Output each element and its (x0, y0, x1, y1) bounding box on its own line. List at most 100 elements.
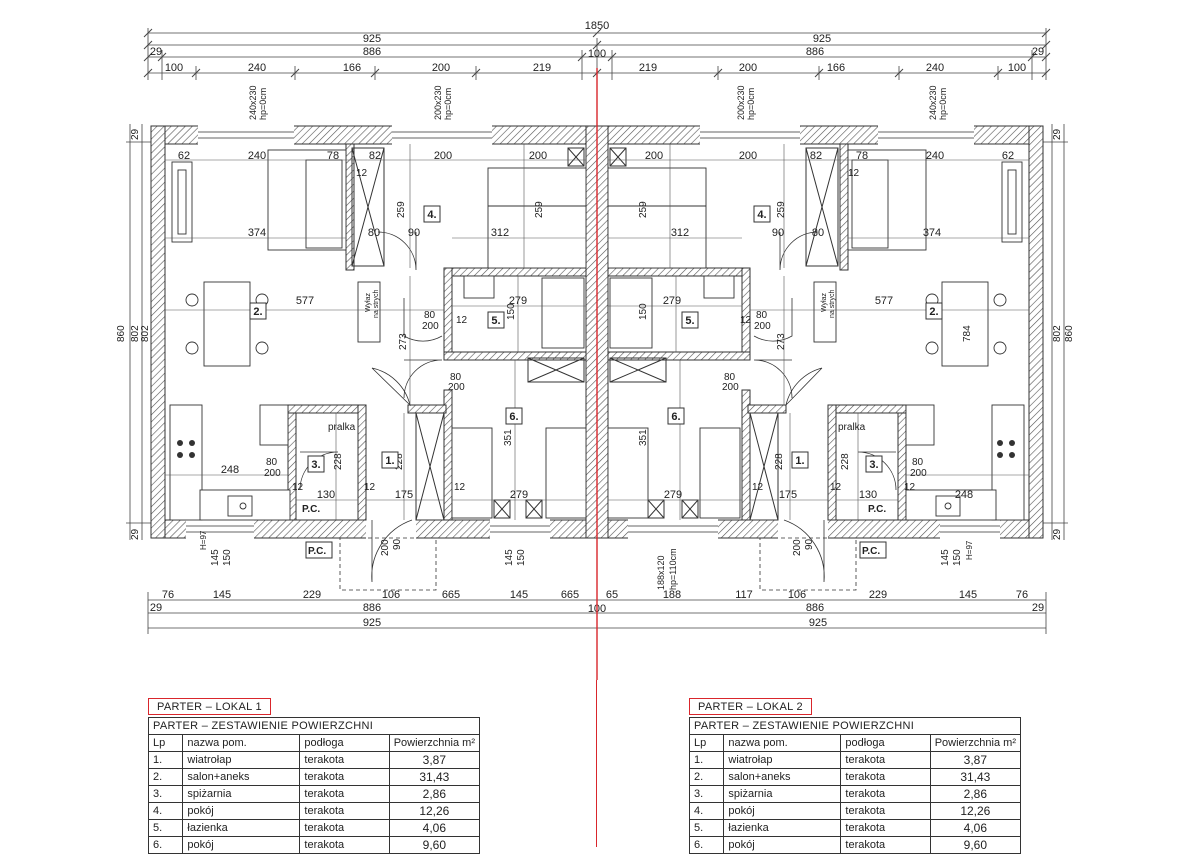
cell-name: salon+aneks (182, 768, 301, 786)
dim-right-outer: 860 (1064, 325, 1075, 342)
table-caption: PARTER – ZESTAWIENIE POWIERZCHNI (148, 717, 480, 735)
ldim-248: 248 (221, 464, 239, 476)
cell-lp: 1. (688, 751, 725, 769)
ldim-279b: 279 (510, 489, 528, 501)
rdim-200a: 200 (645, 150, 663, 162)
cell-name: salon+aneks (723, 768, 842, 786)
right-room-2: 2. (929, 306, 938, 318)
left-door-80a: 80 (424, 310, 436, 321)
dim-r3-2: 240 (248, 62, 266, 74)
window-tag-2b: hp=0cm (443, 88, 453, 120)
dim-left-outer: 860 (116, 325, 127, 342)
rdim-259a: 259 (638, 201, 649, 218)
right-pc-2: P.C. (862, 546, 880, 557)
inner-dimension-lines (165, 144, 1029, 520)
floor-plan: 1850 925 925 29 886 100 886 29 100 240 1… (116, 20, 1075, 680)
rdim-80: 80 (812, 227, 824, 239)
right-room-1: 1. (795, 455, 804, 467)
dim-r3-8: 166 (827, 62, 845, 74)
rdim-240: 240 (926, 150, 944, 162)
right-12a: 12 (848, 168, 860, 179)
window-tag-1: 240x230 (248, 85, 258, 120)
terraces (339, 537, 857, 591)
dim-total: 1850 (585, 20, 609, 32)
right-door-80c: 80 (912, 457, 924, 468)
ldim-78: 78 (327, 150, 339, 162)
cell-floor: terakota (840, 751, 931, 769)
ldim-228b: 228 (394, 453, 405, 470)
left-door-80c: 80 (266, 457, 278, 468)
bdim-r2-2: 886 (363, 602, 381, 614)
cell-name: spiżarnia (723, 785, 842, 803)
window-frames (186, 131, 1000, 533)
bdim-14: 76 (1016, 589, 1028, 601)
rdim-200b: 200 (739, 150, 757, 162)
window-tag-4: 240x230 (928, 85, 938, 120)
dim-wall-br: 29 (1052, 528, 1063, 540)
cell-area: 3,87 (388, 751, 481, 769)
ldim-200b: 200 (529, 150, 547, 162)
bdim-4: 106 (382, 589, 400, 601)
cell-name: pokój (723, 802, 842, 820)
rdim-62: 62 (1002, 150, 1014, 162)
bdim-3: 229 (303, 589, 321, 601)
ldim-80: 80 (368, 227, 380, 239)
dim-r2-4: 886 (806, 46, 824, 58)
right-room-3: 3. (869, 459, 878, 471)
ldim-279a: 279 (509, 295, 527, 307)
cell-lp: 6. (147, 836, 184, 854)
right-room-6: 6. (671, 411, 680, 423)
right-unit-labels: pralka Wyłaz na strych P.C. P.C. 80 200 … (656, 168, 974, 590)
cell-area: 3,87 (929, 751, 1022, 769)
right-door-200a: 200 (754, 321, 771, 332)
dim-wall-bl: 29 (130, 528, 141, 540)
cell-floor: terakota (299, 768, 390, 786)
dim-wall-tl: 29 (130, 128, 141, 140)
cell-area: 4,06 (929, 819, 1022, 837)
cell-lp: 4. (147, 802, 184, 820)
rdim-175: 175 (779, 489, 797, 501)
rdim-312: 312 (671, 227, 689, 239)
bdim-5: 665 (442, 589, 460, 601)
lokal-1-block: PARTER – LOKAL 1 PARTER – ZESTAWIENIE PO… (147, 697, 481, 854)
dim-r3-9: 240 (926, 62, 944, 74)
right-door-200b: 200 (722, 382, 739, 393)
left-pralka: pralka (328, 422, 356, 433)
rdim-228a: 228 (774, 453, 785, 470)
bdim-13: 145 (959, 589, 977, 601)
ldim-259b: 259 (534, 201, 545, 218)
rdim-90: 90 (772, 227, 784, 239)
cell-name: spiżarnia (182, 785, 301, 803)
table-header-row: Lp nazwa pom. podłoga Powierzchnia m² (147, 734, 481, 752)
cell-area: 12,26 (388, 802, 481, 820)
dim-r3-3: 166 (343, 62, 361, 74)
cell-floor: terakota (299, 819, 390, 837)
cell-area: 31,43 (929, 768, 1022, 786)
cell-name: wiatrołap (723, 751, 842, 769)
window-tag-3: 200x230 (736, 85, 746, 120)
rdim-351: 351 (638, 429, 649, 446)
window-tags: 240x230 hp=0cm 200x230 hp=0cm 200x230 hp… (248, 85, 948, 120)
cell-lp: 3. (147, 785, 184, 803)
right-unit-dims: 200 200 82 78 240 62 312 90 80 374 279 5… (645, 150, 1014, 501)
dim-r2-2: 886 (363, 46, 381, 58)
ldim-273: 273 (398, 333, 409, 350)
top-dimension-ticks (143, 28, 1051, 78)
window-tag-1b: hp=0cm (258, 88, 268, 120)
cell-lp: 2. (688, 768, 725, 786)
bdim-6: 145 (510, 589, 528, 601)
cell-area: 2,86 (388, 785, 481, 803)
bdim-8: 65 (606, 589, 618, 601)
right-win-145: 145 (940, 549, 951, 566)
right-wylaz: Wyłaz (821, 293, 828, 312)
left-room-5: 5. (491, 315, 500, 327)
ldim-351: 351 (503, 429, 514, 446)
cell-floor: terakota (840, 785, 931, 803)
cell-floor: terakota (299, 751, 390, 769)
bdim-r2-4: 886 (806, 602, 824, 614)
ldim-240: 240 (248, 150, 266, 162)
left-12b: 12 (456, 315, 468, 326)
